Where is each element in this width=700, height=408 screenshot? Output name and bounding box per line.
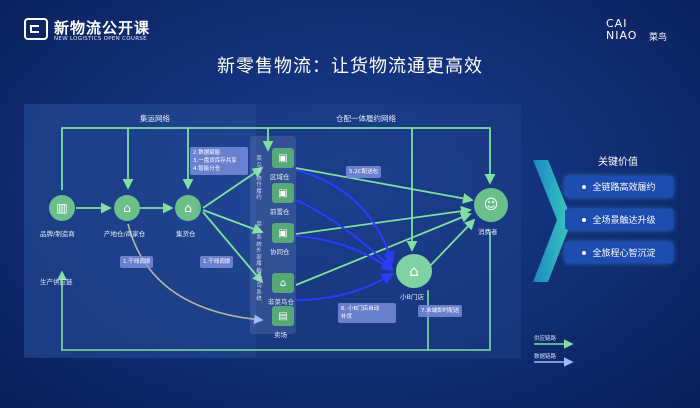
node-consumer: 消费者 (478, 228, 498, 236)
vlabel-cainiao-system: 菜鸟系统仓履约 (256, 156, 262, 201)
legend-supply: 供应链路 (534, 336, 557, 342)
regional-warehouse-icon: ▣ (272, 148, 294, 168)
node-origin: 产地仓/商家仓 (104, 230, 146, 238)
brand-subtitle: NEW LOGISTICS OPEN COURSE (54, 36, 147, 42)
value-item: 全链路高效履约 (565, 176, 673, 197)
section-label-collection: 集运网络 (140, 114, 170, 123)
store-replenish-note: 6. 小B门店自动补货 (338, 303, 396, 323)
trunk-note-2: 1.干线调拨 (200, 256, 234, 268)
brand-logo-icon (24, 18, 48, 40)
b2c-note: 5.2C配送包 (346, 166, 382, 178)
node-front: 前置仓 (270, 208, 290, 216)
value-item: 全旅程心智沉淀 (565, 242, 673, 263)
node-regional: 区域仓 (270, 173, 290, 181)
node-partner: 协同仓 (270, 248, 290, 256)
consumer-icon: ☺ (474, 188, 508, 222)
instant-delivery-note: 7.末端即时配送 (418, 305, 463, 317)
bullet-icon (582, 250, 587, 255)
non-cainiao-warehouse-icon: ⌂ (272, 273, 294, 293)
node-supply-chain: 生产供应链 (40, 278, 73, 286)
section-label-fulfillment: 仓配一体履约网络 (336, 114, 396, 123)
node-small-store: 小B门店 (400, 293, 424, 301)
store-icon: ⌂ (396, 254, 432, 288)
bullet-icon (582, 217, 587, 222)
vlabel-external: 菜鸟系统外部履约 (256, 222, 262, 274)
node-brand: 品牌/制造商 (40, 230, 75, 238)
consolidation-icon: ⌂ (175, 195, 201, 221)
vlabel-non-system: 非菜鸟系统 (256, 270, 262, 302)
bullet-icon (582, 184, 587, 189)
node-non-cainiao: 非菜鸟仓 (268, 298, 294, 306)
node-store-sell: 卖场 (274, 331, 287, 339)
brand-name: 新物流公开课 (54, 19, 151, 37)
store-sell-icon: ▤ (272, 306, 294, 326)
node-consolidation: 集货仓 (176, 230, 196, 238)
legend-data: 数据链路 (534, 354, 557, 360)
value-item: 全场景触达升级 (565, 209, 673, 230)
factory-icon: ▥ (49, 195, 75, 221)
front-warehouse-icon: ▣ (272, 183, 294, 203)
page-title: 新零售物流：让货物流通更高效 (217, 56, 483, 77)
cainiao-logo-cn: 菜鸟 (649, 33, 668, 43)
partner-warehouse-icon: ▣ (272, 223, 294, 243)
warehouse-icon: ⌂ (114, 195, 140, 221)
values-title: 关键价值 (598, 157, 638, 168)
trunk-note-1: 1.干线调拨 (120, 256, 154, 268)
